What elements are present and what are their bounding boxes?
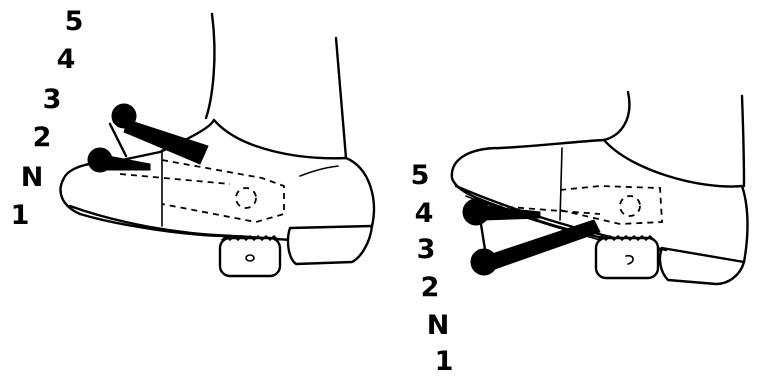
left-gear-label-5: 5 [65, 8, 84, 35]
left-gear-label-4: 4 [57, 46, 76, 73]
right-leg-back-line [742, 96, 744, 186]
left-gear-label-3: 3 [43, 86, 62, 113]
right-shift-lever-knob-lower [471, 249, 497, 275]
left-gear-label-2: 2 [33, 124, 52, 151]
left-gear-label-1: 1 [11, 202, 30, 229]
right-gear-label-1: 1 [435, 348, 454, 375]
right-gear-label-2: 2 [421, 274, 440, 301]
right-shift-lever-arm [486, 220, 600, 270]
left-gear-label-n: N [21, 164, 44, 191]
right-gear-label-n: N [427, 312, 450, 339]
right-gear-label-4: 4 [415, 200, 434, 227]
right-gear-label-3: 3 [417, 236, 436, 263]
right-leg-front-line [604, 92, 629, 140]
right-gear-label-5: 5 [411, 162, 430, 189]
right-footpeg [596, 238, 658, 278]
